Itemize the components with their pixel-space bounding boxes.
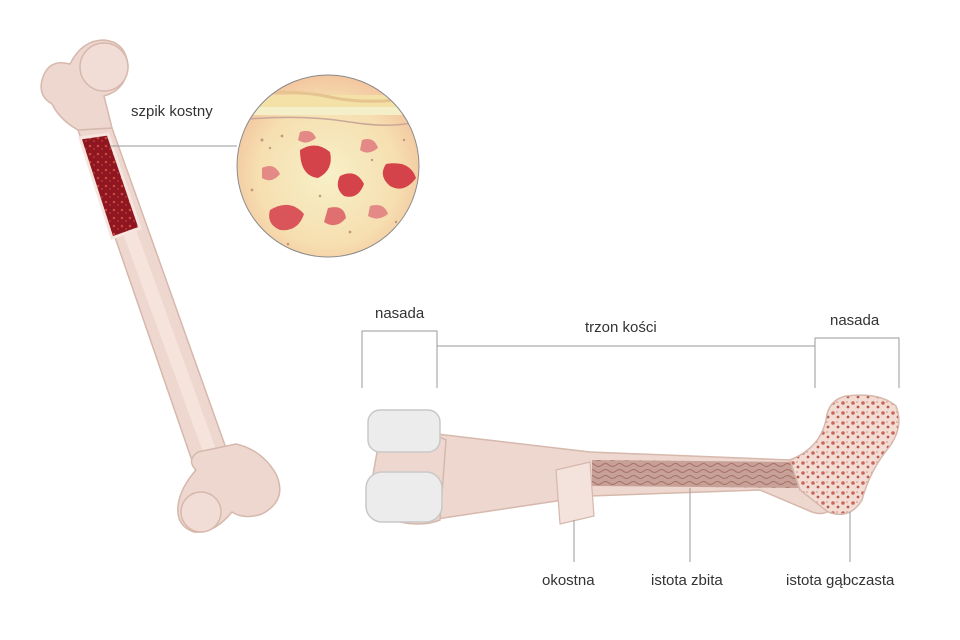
femur-full-illustration xyxy=(40,39,281,533)
bone-marrow-cavity xyxy=(78,132,142,240)
epiphysis-right-label: nasada xyxy=(830,312,880,329)
femur-head-ball xyxy=(79,42,129,92)
femur-section-illustration xyxy=(365,394,900,525)
proximal-epiphysis-spongy xyxy=(789,394,900,515)
compact-bone-band xyxy=(592,460,800,488)
periosteum-label: okostna xyxy=(542,572,595,589)
diaphysis-label: trzon kości xyxy=(585,319,657,336)
bone-marrow-magnification xyxy=(236,74,420,258)
epiphysis-left-label: nasada xyxy=(375,305,425,322)
compact-bone-label: istota zbita xyxy=(651,572,723,589)
articular-cartilage-upper xyxy=(367,409,441,453)
spongy-bone-label: istota gąbczasta xyxy=(786,572,895,589)
epiphysis-left-bracket xyxy=(361,330,438,388)
articular-cartilage-lower xyxy=(365,471,443,523)
periosteum-flap xyxy=(555,461,595,525)
femur-condyle xyxy=(180,491,222,533)
bone-marrow-label: szpik kostny xyxy=(131,103,213,120)
epiphysis-right-bracket xyxy=(814,337,900,388)
